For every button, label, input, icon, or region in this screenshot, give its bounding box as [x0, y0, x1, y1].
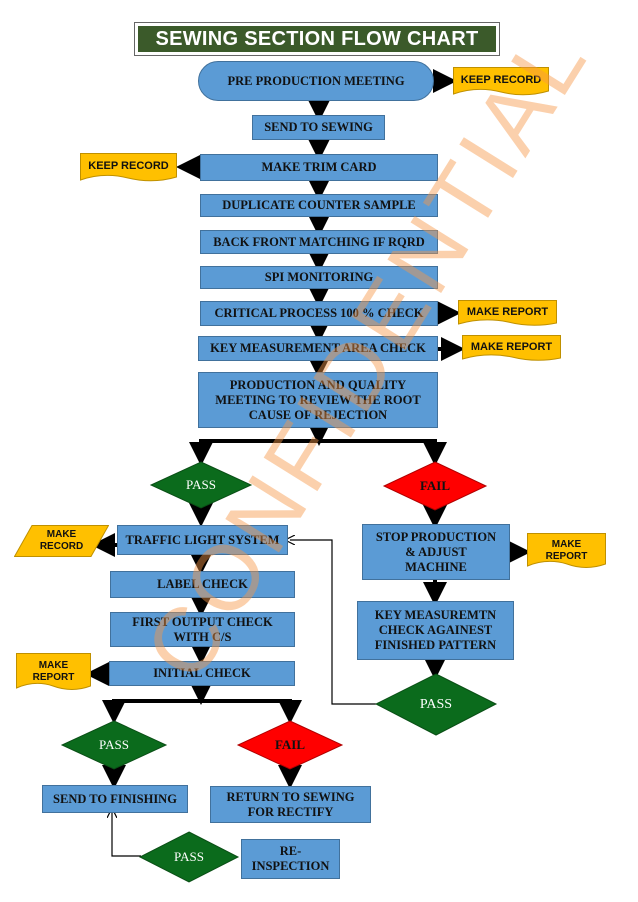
production-quality-meeting-line-3: CAUSE OF REJECTION	[248, 407, 388, 422]
pass-diamond-2-label: PASS	[419, 696, 453, 712]
key-measurement-check-line-1: KEY MEASUREMTN	[374, 608, 497, 622]
fail-diamond-2-label: FAIL	[274, 737, 306, 752]
keep-record-note-1: KEEP RECORD	[453, 67, 549, 97]
production-quality-meeting-box: PRODUCTION AND QUALITY MEETING TO REVIEW…	[198, 372, 438, 428]
send-to-finishing-label: SEND TO FINISHING	[53, 791, 177, 806]
stop-production-line-2: & ADJUST	[405, 544, 467, 559]
make-report-note-3-line-2: REPORT	[545, 550, 588, 562]
pass-diamond-4	[138, 831, 240, 883]
back-front-matching-label: BACK FRONT MATCHING IF RQRD	[213, 234, 425, 249]
page-title: SEWING SECTION FLOW CHART	[134, 22, 500, 56]
make-record-note-line-2: RECORD	[39, 541, 84, 552]
fail-diamond-1-label: FAIL	[419, 478, 451, 493]
make-record-note-line-1: MAKE	[46, 529, 77, 540]
production-quality-meeting-line-1: PRODUCTION AND QUALITY	[229, 377, 407, 392]
document-shape	[16, 653, 91, 690]
make-report-note-1-label: MAKE REPORT	[466, 305, 549, 318]
stop-production-line-3: MACHINE	[405, 559, 467, 574]
production-quality-meeting-line-2: MEETING TO REVIEW THE ROOT	[215, 392, 421, 407]
initial-check-label: INITIAL CHECK	[153, 666, 251, 680]
key-measurement-check-line-2: CHECK AGAINEST	[378, 623, 493, 637]
re-inspection-box: RE- INSPECTION	[241, 839, 340, 879]
key-measurement-check-box: KEY MEASUREMTN CHECK AGAINEST FINISHED P…	[357, 601, 514, 660]
document-shape	[462, 335, 561, 361]
keep-record-note-2-label: KEEP RECORD	[88, 160, 169, 172]
stop-production-line-1: STOP PRODUCTION	[375, 529, 497, 544]
document-shape	[80, 153, 177, 182]
page-title-text: SEWING SECTION FLOW CHART	[138, 26, 496, 52]
feedback-pass4-to-finishing	[112, 813, 141, 857]
make-report-note-2: MAKE REPORT	[462, 335, 561, 362]
send-to-finishing-box: SEND TO FINISHING	[42, 785, 188, 813]
make-report-note-4-line-1: MAKE	[38, 659, 69, 671]
pass-diamond-4-label: PASS	[174, 849, 204, 864]
pre-production-meeting-label: PRE PRODUCTION MEETING	[227, 73, 405, 88]
keep-record-note-1-label: KEEP RECORD	[460, 74, 542, 86]
duplicate-counter-sample-label: DUPLICATE COUNTER SAMPLE	[222, 198, 416, 212]
document-shape	[458, 300, 557, 326]
key-measurement-area-check-label: KEY MEASUREMENT AREA CHECK	[210, 341, 426, 355]
first-output-check-line-1: FIRST OUTPUT CHECK	[132, 614, 273, 629]
return-to-sewing-box: RETURN TO SEWING FOR RECTIFY	[210, 786, 371, 823]
traffic-light-system-box: TRAFFIC LIGHT SYSTEM	[117, 525, 288, 555]
send-to-sewing-label: SEND TO SEWING	[264, 120, 373, 134]
document-shape	[453, 67, 549, 96]
make-report-note-4-line-2: REPORT	[32, 671, 75, 683]
re-inspection-line-2: INSPECTION	[251, 859, 330, 873]
keep-record-note-2: KEEP RECORD	[80, 153, 177, 183]
first-output-check-line-2: WITH C/S	[173, 629, 232, 644]
return-to-sewing-line-1: RETURN TO SEWING	[226, 789, 355, 804]
make-report-note-1: MAKE REPORT	[458, 300, 557, 327]
critical-process-check-label: CRITICAL PROCESS 100 % CHECK	[214, 306, 424, 320]
stop-production-box: STOP PRODUCTION & ADJUST MACHINE	[362, 524, 510, 580]
make-record-note: MAKE RECORD	[14, 525, 109, 557]
spi-monitoring-label: SPI MONITORING	[264, 270, 374, 284]
make-report-note-3-line-1: MAKE	[551, 538, 582, 550]
re-inspection-line-1: RE-	[279, 844, 302, 858]
key-measurement-check-line-3: FINISHED PATTERN	[374, 638, 497, 652]
label-check-label: LABEL CHECK	[157, 577, 248, 591]
traffic-light-system-label: TRAFFIC LIGHT SYSTEM	[125, 532, 280, 547]
make-trim-card-label: MAKE TRIM CARD	[261, 160, 377, 174]
make-report-note-4: MAKE REPORT	[16, 653, 91, 693]
pass-diamond-3-label: PASS	[99, 737, 129, 752]
make-report-note-2-label: MAKE REPORT	[470, 340, 553, 353]
return-to-sewing-line-2: FOR RECTIFY	[247, 804, 334, 819]
pass-diamond-2	[374, 673, 498, 736]
pass-diamond-1-label: PASS	[186, 477, 216, 492]
document-shape	[527, 533, 606, 568]
feedback-pass2-to-traffic	[290, 540, 376, 705]
make-report-note-3: MAKE REPORT	[527, 533, 606, 571]
